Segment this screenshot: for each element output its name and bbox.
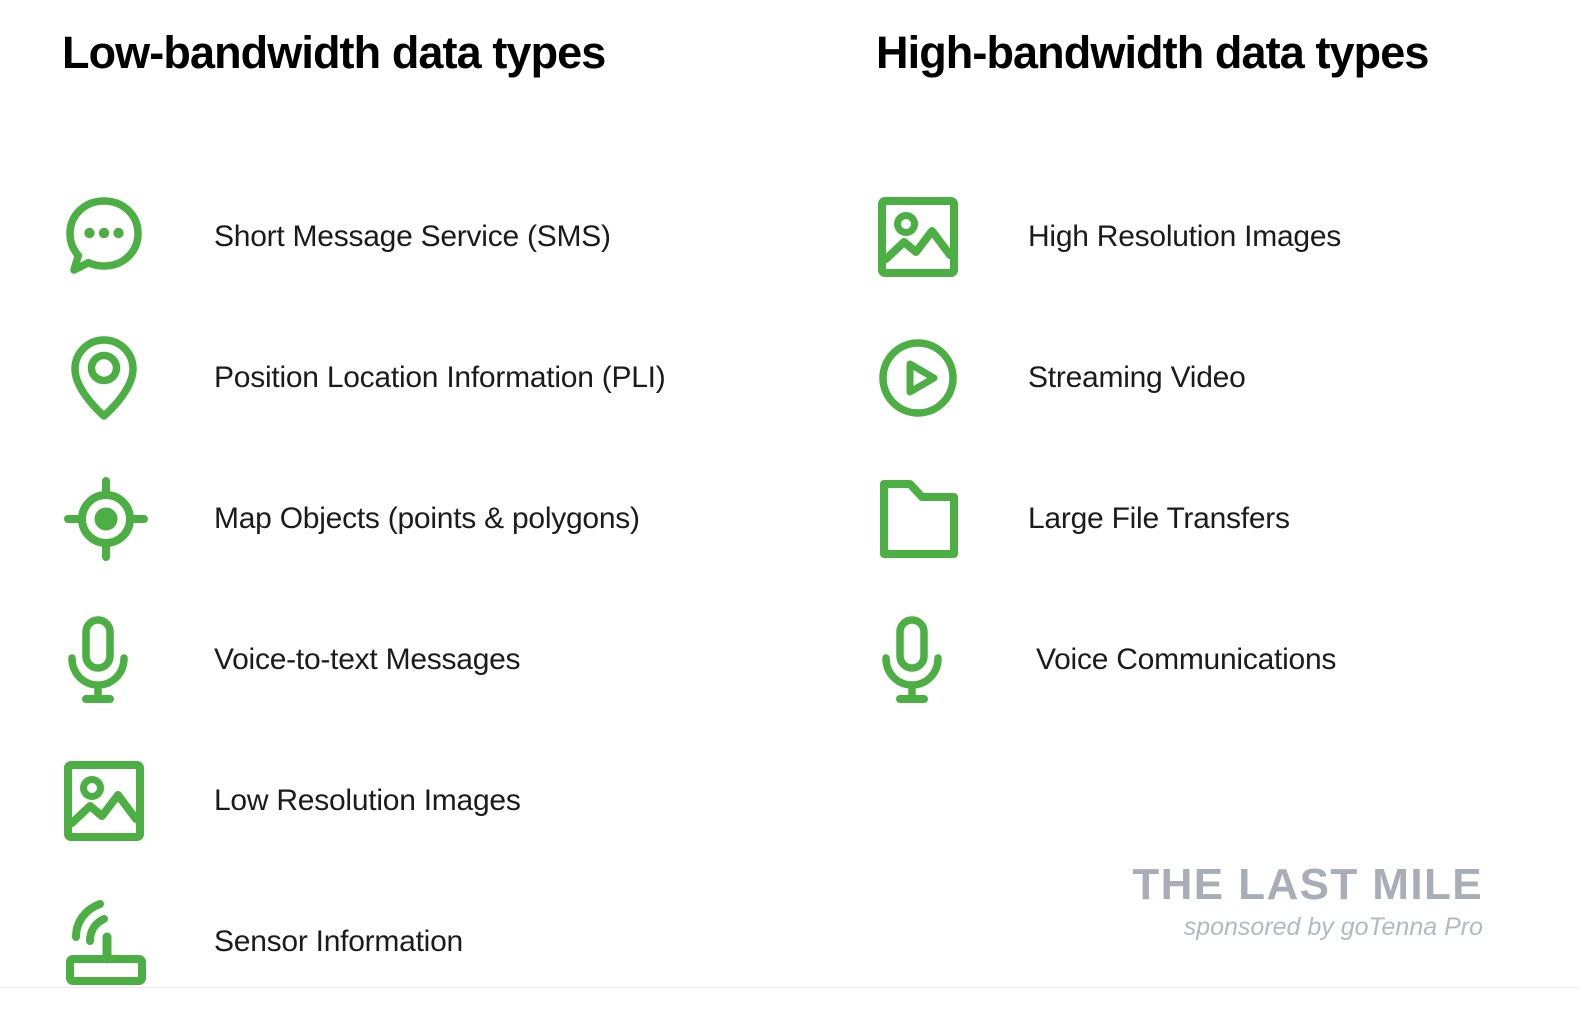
list-item: Low Resolution Images [62, 730, 852, 871]
crosshair-target-icon [62, 469, 154, 569]
microphone-icon [62, 610, 154, 710]
slide-canvas: Low-bandwidth data types Short Message S… [0, 27, 1579, 988]
list-item-label: Voice Communications [1036, 642, 1337, 676]
list-item-label: Position Location Information (PLI) [214, 360, 666, 394]
list-item: Short Message Service (SMS) [62, 166, 852, 307]
location-pin-icon [62, 328, 154, 428]
router-sensor-icon [62, 892, 154, 992]
watermark: THE LAST MILE sponsored by goTenna Pro [1132, 863, 1483, 940]
list-item: Large File Transfers [876, 448, 1576, 589]
image-icon [876, 187, 968, 287]
high-bandwidth-heading: High-bandwidth data types [876, 27, 1429, 78]
list-item-label: Short Message Service (SMS) [214, 219, 611, 253]
image-icon [62, 751, 154, 851]
watermark-title: THE LAST MILE [1132, 860, 1483, 909]
list-item-label: Large File Transfers [1028, 501, 1290, 535]
low-bandwidth-heading: Low-bandwidth data types [62, 27, 606, 78]
list-item-label: Voice-to-text Messages [214, 642, 521, 676]
list-item: Position Location Information (PLI) [62, 307, 852, 448]
list-item-label: High Resolution Images [1028, 219, 1342, 253]
microphone-icon [876, 610, 968, 710]
low-bandwidth-list: Short Message Service (SMS) Position Loc… [62, 166, 852, 1012]
list-item: Sensor Information [62, 871, 852, 1012]
chat-bubble-icon [62, 187, 154, 287]
play-circle-icon [876, 328, 968, 428]
watermark-subtitle: sponsored by goTenna Pro [1183, 913, 1483, 941]
list-item-label: Low Resolution Images [214, 783, 521, 817]
high-bandwidth-list: High Resolution Images Streaming Video [876, 166, 1576, 730]
list-item: Voice Communications [876, 589, 1576, 730]
list-item: Map Objects (points & polygons) [62, 448, 852, 589]
folder-icon [876, 469, 968, 569]
list-item: Voice-to-text Messages [62, 589, 852, 730]
list-item-label: Streaming Video [1028, 360, 1246, 394]
list-item: Streaming Video [876, 307, 1576, 448]
list-item-label: Map Objects (points & polygons) [214, 501, 640, 535]
list-item-label: Sensor Information [214, 924, 463, 958]
list-item: High Resolution Images [876, 166, 1576, 307]
